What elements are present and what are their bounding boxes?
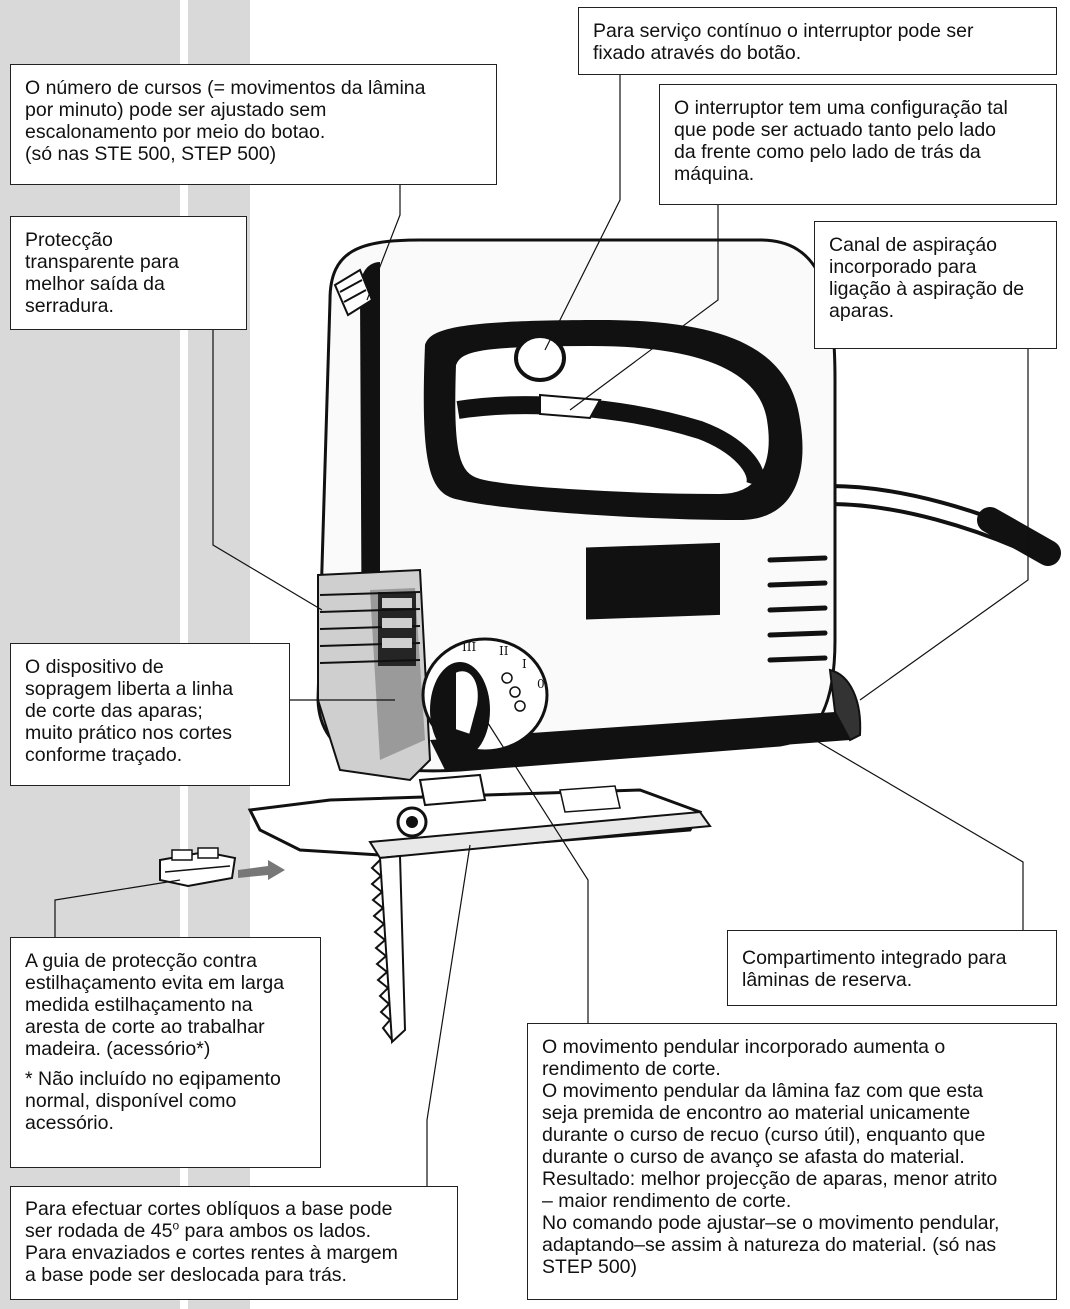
splinter-guard-accessory [159, 847, 285, 888]
pendulum-line-5: durante o curso de recuo (curso útil), e… [542, 1124, 986, 1146]
callout-transparent-guard: Protecção transparente para melhor saída… [10, 216, 247, 330]
pendulum-line-2: rendimento de corte. [542, 1058, 721, 1080]
bevel-line-4: a base pode ser deslocada para trás. [25, 1264, 347, 1286]
switch-line-2: que pode ser actuado tanto pelo lado [674, 119, 997, 141]
guard-line-4: serradura. [25, 295, 114, 317]
stroke-rate-line-1: O número de cursos (= movimentos da lâmi… [25, 77, 426, 99]
transparent-guard [317, 568, 432, 782]
dial-mark-0: 0 [537, 677, 545, 691]
guard-line-1: Protecção [25, 229, 113, 251]
saw-blade [370, 854, 407, 1045]
continuous-line-2: fixado através do botão. [593, 42, 802, 64]
bevel-line-2: ser rodada de 45o para ambos os lados. [25, 1218, 443, 1243]
suction-line-2: incorporado para [829, 256, 977, 278]
callout-continuous-mode: Para serviço contínuo o interruptor pode… [578, 7, 1057, 75]
pendulum-line-1: O movimento pendular incorporado aumenta… [542, 1036, 946, 1058]
stroke-rate-line-2: por minuto) pode ser ajustado sem [25, 99, 327, 121]
guard-line-3: melhor saída da [25, 273, 165, 295]
base-plate [247, 773, 712, 860]
splinter-line-3: medida estilhaçamento na [25, 994, 253, 1016]
blower-line-1: O dispositivo de [25, 656, 164, 678]
bevel-line-1: Para efectuar cortes oblíquos a base pod… [25, 1198, 393, 1220]
switch-line-1: O interruptor tem uma configuração tal [674, 97, 1008, 119]
suction-line-3: ligação à aspiração de [829, 278, 1025, 300]
blower-line-5: conforme traçado. [25, 744, 183, 766]
callout-splinter-guard: A guia de protecção contra estilhaçament… [10, 937, 321, 1168]
switch-line-4: máquina. [674, 163, 755, 185]
callout-blade-compartment: Compartimento integrado para lâminas de … [727, 930, 1057, 1006]
pendulum-line-7: Resultado: melhor projecção de aparas, m… [542, 1168, 998, 1190]
callout-switch: O interruptor tem uma configuração tal q… [659, 84, 1057, 205]
pendulum-line-3: O movimento pendular da lâmina faz com q… [542, 1080, 984, 1102]
blower-line-4: muito prático nos cortes [25, 722, 233, 744]
pendulum-line-4: seja premida de encontro ao material uni… [542, 1102, 971, 1124]
pendulum-line-8: – maior rendimento de corte. [542, 1190, 792, 1212]
pendulum-line-10: adaptando–se assim à natureza do materia… [542, 1234, 997, 1256]
pendulum-line-9: No comando pode ajustar–se o movimento p… [542, 1212, 1000, 1234]
callout-pendulum: O movimento pendular incorporado aumenta… [527, 1023, 1057, 1300]
pendulum-line-11: STEP 500) [542, 1256, 638, 1278]
bevel-degree-mark: o [172, 1218, 180, 1233]
guard-line-2: transparente para [25, 251, 179, 273]
compartment-line-2: lâminas de reserva. [742, 969, 913, 991]
blower-line-2: sopragem liberta a linha [25, 678, 234, 700]
leader-lines [54, 75, 1029, 1186]
callout-bevel-base: Para efectuar cortes oblíquos a base pod… [10, 1186, 458, 1300]
splinter-line-2: estilhaçamento evita em larga [25, 972, 285, 994]
compartment-line-1: Compartimento integrado para [742, 947, 1007, 969]
continuous-line-1: Para serviço contínuo o interruptor pode… [593, 20, 974, 42]
splinter-line-5: madeira. (acessório*) [25, 1038, 211, 1060]
dial-mark-2: II [499, 644, 509, 658]
bevel-line-2-post: para ambos os lados. [179, 1220, 371, 1242]
footnote-line-1: * Não incluído no eqipamento [25, 1068, 281, 1090]
footnote-line-2: normal, disponível como [25, 1090, 237, 1112]
pendulum-dial: III II I 0 [421, 637, 549, 758]
stroke-rate-line-3: escalonamento por meio do botao. [25, 121, 326, 143]
switch-line-3: da frente como pelo lado de trás da [674, 141, 981, 163]
splinter-line-1: A guia de protecção contra [25, 950, 257, 972]
bevel-line-2-pre: ser rodada de 45 [25, 1220, 173, 1242]
power-cable [819, 484, 1061, 566]
suction-line-4: aparas. [829, 300, 895, 322]
callout-blower: O dispositivo de sopragem liberta a linh… [10, 643, 290, 786]
callout-suction-channel: Canal de aspiraçáo incorporado para liga… [814, 221, 1057, 349]
stroke-rate-line-4: (só nas STE 500, STEP 500) [25, 143, 277, 165]
stroke-rate-wheel [333, 268, 374, 317]
dial-mark-1: I [522, 657, 527, 671]
suction-line-1: Canal de aspiraçáo [829, 234, 998, 256]
bevel-line-3: Para envaziados e cortes rentes à margem [25, 1242, 398, 1264]
pendulum-line-6: durante o curso de avanço se afasta do m… [542, 1146, 965, 1168]
footnote-line-3: acessório. [25, 1112, 114, 1134]
dial-mark-3: III [462, 640, 476, 654]
blower-line-3: de corte das aparas; [25, 700, 203, 722]
callout-stroke-rate: O número de cursos (= movimentos da lâmi… [10, 64, 497, 185]
splinter-line-4: aresta de corte ao trabalhar [25, 1016, 265, 1038]
jigsaw-body [316, 238, 862, 773]
